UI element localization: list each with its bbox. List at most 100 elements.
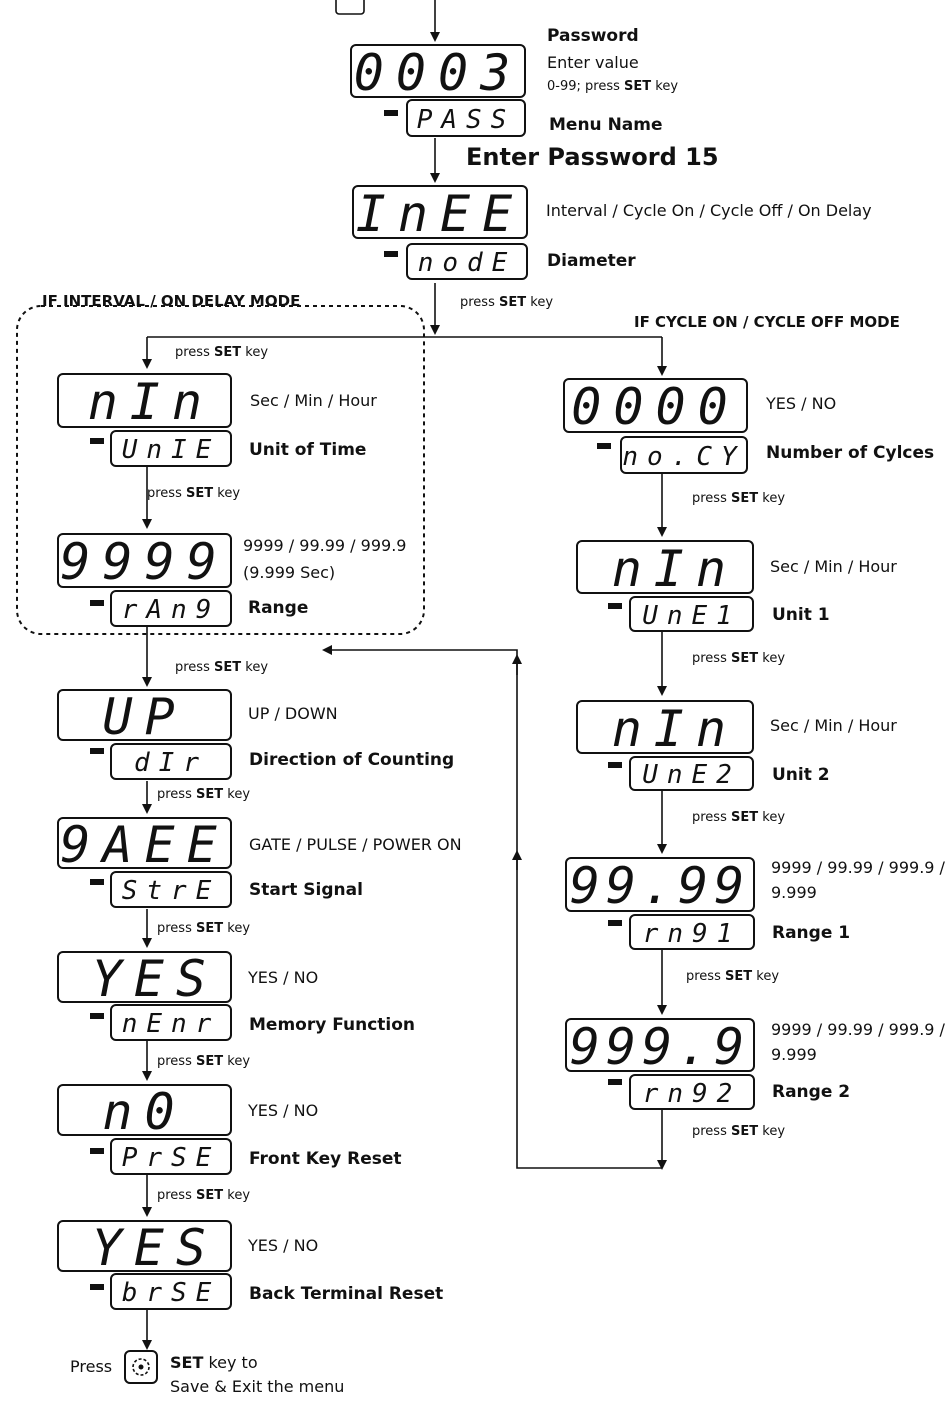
enter-password-title: Enter Password 15	[466, 143, 719, 171]
password-line2: 0-99; press SET key	[547, 79, 678, 94]
mode-minus-sign	[384, 251, 398, 257]
range-description-2: (9.999 Sec)	[243, 563, 336, 582]
memory-menu-display: nEnr	[110, 1004, 232, 1041]
cycle-mode-header: IF CYCLE ON / CYCLE OFF MODE	[634, 313, 900, 331]
key-text: key	[223, 1188, 251, 1203]
unit2-description: Sec / Min / Hour	[770, 716, 897, 735]
press-set-direction: press SET key	[175, 660, 268, 675]
press-set-back-reset: press SET key	[157, 1188, 250, 1203]
range2-menu-display: rn92	[629, 1074, 755, 1110]
unit1-minus-sign	[608, 603, 622, 609]
cycles-label: Number of Cylces	[766, 443, 935, 463]
start-signal-description: GATE / PULSE / POWER ON	[249, 835, 462, 854]
direction-menu-display: dIr	[110, 743, 232, 780]
range-minus-sign	[90, 600, 104, 606]
cycles-description: YES / NO	[766, 394, 837, 413]
unit2-minus-sign	[608, 762, 622, 768]
press-text: press	[460, 295, 499, 310]
key-text: key	[213, 486, 241, 501]
memory-display: YES	[57, 951, 232, 1005]
back-reset-menu-display: brSE	[110, 1273, 232, 1310]
password-title: Password	[547, 26, 639, 46]
unit1-menu-display: UnE1	[629, 596, 754, 632]
password-minus-sign	[384, 110, 398, 116]
mode-description: Interval / Cycle On / Cycle Off / On Del…	[546, 201, 872, 220]
range-display: 9999	[57, 533, 232, 590]
key-text: key	[223, 921, 251, 936]
gear-icon	[124, 1350, 158, 1384]
set-text: SET	[731, 491, 759, 506]
password-line1: Enter value	[547, 53, 639, 72]
set-text: SET	[186, 486, 214, 501]
password-line2-a: 0-99; press	[547, 79, 625, 94]
press-text: press	[147, 486, 186, 501]
cycles-menu-display: no.CY	[620, 436, 748, 474]
set-text: SET	[725, 969, 753, 984]
press-set-start: press SET key	[157, 787, 250, 802]
range1-display: 99.99	[565, 857, 755, 914]
range2-label: Range 2	[772, 1082, 851, 1102]
unit-of-time-display: nIn	[57, 373, 232, 430]
press-set-memory: press SET key	[157, 921, 250, 936]
key-text: key	[241, 345, 269, 360]
front-reset-display: n0	[57, 1084, 232, 1138]
set-text: SET	[214, 345, 242, 360]
set-text: SET	[196, 921, 224, 936]
range-label: Range	[248, 598, 309, 618]
unit1-display: nIn	[576, 540, 754, 596]
range-menu-display: rAn9	[110, 590, 232, 627]
unit1-label: Unit 1	[772, 605, 830, 625]
key-text: key	[241, 660, 269, 675]
back-reset-description: YES / NO	[248, 1236, 319, 1255]
press-set-range1: press SET key	[692, 810, 785, 825]
front-reset-minus-sign	[90, 1148, 104, 1154]
press-text: press	[157, 1188, 196, 1203]
mode-menu-display: nodE	[406, 243, 528, 280]
password-menu-label: Menu Name	[549, 115, 663, 135]
key-text: key	[223, 787, 251, 802]
range-description-1: 9999 / 99.99 / 999.9	[243, 536, 407, 555]
press-set-unit: press SET key	[175, 345, 268, 360]
mode-label: Diameter	[547, 251, 636, 271]
key-text: key	[758, 1124, 786, 1139]
direction-minus-sign	[90, 748, 104, 754]
press-text: press	[692, 651, 731, 666]
press-set-front-reset: press SET key	[157, 1054, 250, 1069]
key-text: key	[758, 651, 786, 666]
press-set-range: press SET key	[147, 486, 240, 501]
unit1-description: Sec / Min / Hour	[770, 557, 897, 576]
direction-description: UP / DOWN	[248, 704, 338, 723]
memory-description: YES / NO	[248, 968, 319, 987]
footer-key-to: key to	[203, 1353, 258, 1372]
set-text: SET	[499, 295, 527, 310]
set-text: SET	[196, 787, 224, 802]
unit2-menu-display: UnE2	[629, 756, 754, 791]
range1-menu-display: rn91	[629, 914, 755, 950]
press-text: press	[157, 1054, 196, 1069]
press-text: press	[157, 787, 196, 802]
password-menu-display: PASS	[406, 99, 526, 137]
unit-of-time-label: Unit of Time	[249, 440, 367, 460]
loop-return-line	[322, 645, 662, 1169]
unit-of-time-menu-display: UnIE	[110, 430, 232, 467]
unit2-display: nIn	[576, 700, 754, 756]
front-reset-description: YES / NO	[248, 1101, 319, 1120]
unit-of-time-minus-sign	[90, 438, 104, 444]
set-text: SET	[196, 1188, 224, 1203]
password-line2-c: key	[651, 79, 679, 94]
cycles-display: 0000	[563, 378, 748, 435]
press-set-unit2: press SET key	[692, 651, 785, 666]
interval-mode-header: IF INTERVAL / ON DELAY MODE	[42, 292, 301, 310]
range2-description-2: 9.999	[771, 1045, 817, 1064]
footer-press-text: Press	[70, 1357, 113, 1376]
back-reset-display: YES	[57, 1220, 232, 1274]
set-text: SET	[214, 660, 242, 675]
footer-save-text: Save & Exit the menu	[170, 1377, 345, 1396]
memory-minus-sign	[90, 1013, 104, 1019]
front-reset-label: Front Key Reset	[249, 1149, 402, 1169]
press-text: press	[686, 969, 725, 984]
set-text: SET	[731, 810, 759, 825]
press-set-mode: press SET key	[460, 295, 553, 310]
